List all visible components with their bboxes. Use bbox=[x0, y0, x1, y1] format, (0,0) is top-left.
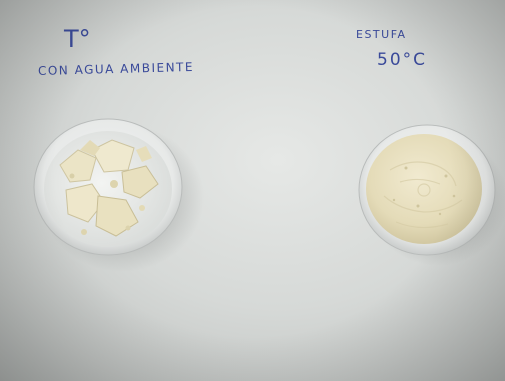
left-heading-text: T° bbox=[64, 25, 91, 53]
right-heading-label: ESTUFA bbox=[356, 28, 407, 41]
right-powder-texture bbox=[383, 161, 463, 229]
right-sample-powder bbox=[366, 134, 482, 244]
right-temperature-label: 50°C bbox=[377, 50, 428, 70]
left-heading-label: T° bbox=[64, 25, 91, 53]
left-sample-chunks bbox=[59, 139, 159, 237]
right-powder-specks bbox=[392, 166, 456, 216]
